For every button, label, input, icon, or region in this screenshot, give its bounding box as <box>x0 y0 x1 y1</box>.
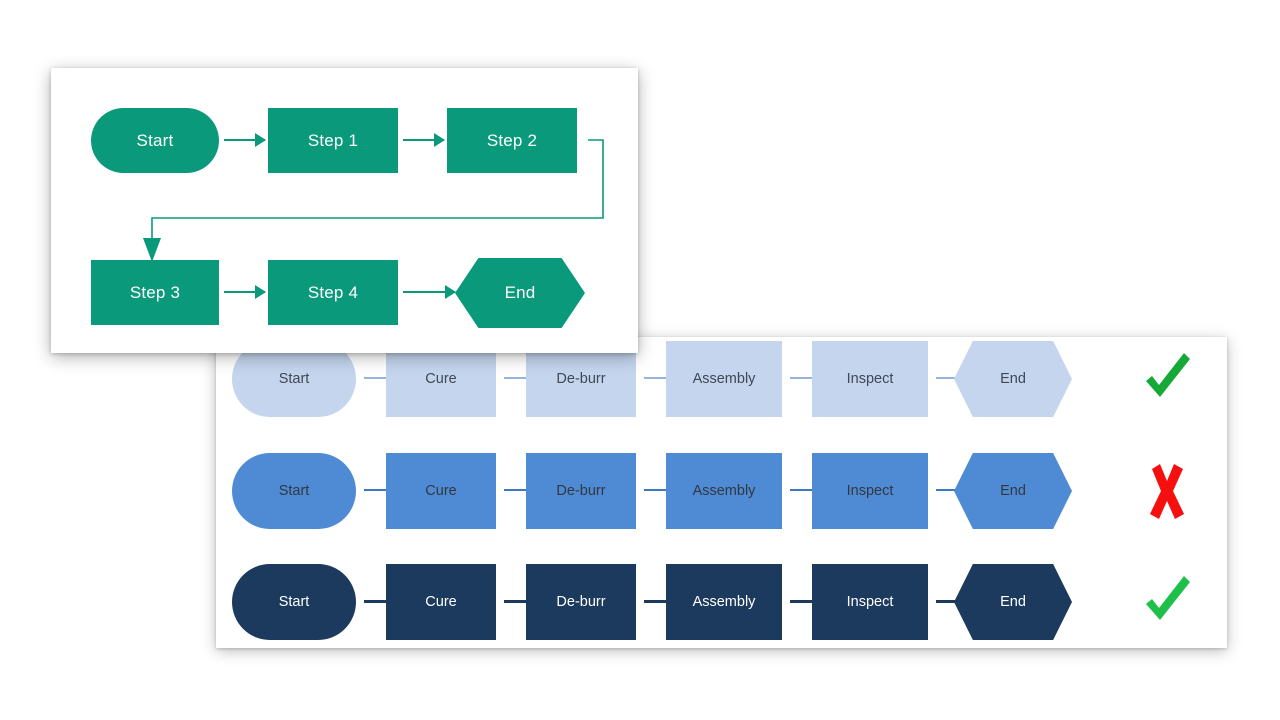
arrow-start-to-cure <box>364 377 392 379</box>
arrow-inspect-to-end <box>936 489 964 491</box>
node-label: Assembly <box>692 483 756 499</box>
node-label: Start <box>278 483 310 499</box>
arrow-inspect-to-end <box>936 377 964 379</box>
node-label: De-burr <box>556 594 606 610</box>
process-row-dark[interactable]: Start Cure De-burr Assembly Inspect End <box>216 564 1227 640</box>
node-label: Inspect <box>846 594 894 610</box>
status-check-icon <box>1136 341 1198 417</box>
node-label: Start <box>278 371 310 387</box>
node-cure[interactable]: Cure <box>386 453 496 529</box>
process-row-light[interactable]: Start Cure De-burr Assembly Inspect End <box>216 341 1227 417</box>
node-label: De-burr <box>556 371 606 387</box>
node-cure[interactable]: Cure <box>386 341 496 417</box>
node-assembly[interactable]: Assembly <box>666 341 782 417</box>
node-label: End <box>1000 594 1026 610</box>
node-label: De-burr <box>556 483 606 499</box>
node-label: Start <box>278 594 310 610</box>
node-label: End <box>1000 483 1026 499</box>
node-label: Step 4 <box>307 282 359 302</box>
node-label: Cure <box>425 483 457 499</box>
arrow-assembly-to-inspect <box>790 600 818 603</box>
arrow-deburr-to-assembly <box>644 489 672 491</box>
arrow-assembly-to-inspect <box>790 489 818 491</box>
node-label: Step 2 <box>486 130 538 150</box>
node-start[interactable]: Start <box>232 341 356 417</box>
connector-step1-to-step2 <box>403 139 444 141</box>
node-start[interactable]: Start <box>91 108 219 173</box>
node-label: Step 3 <box>129 282 181 302</box>
arrow-start-to-cure <box>364 600 392 603</box>
node-start[interactable]: Start <box>232 453 356 529</box>
node-label: Start <box>136 130 174 150</box>
node-deburr[interactable]: De-burr <box>526 453 636 529</box>
node-deburr[interactable]: De-burr <box>526 564 636 640</box>
arrow-cure-to-deburr <box>504 489 532 491</box>
node-label: End <box>1000 371 1026 387</box>
connector-step4-to-end <box>403 291 455 293</box>
node-label: Cure <box>425 371 457 387</box>
node-step3[interactable]: Step 3 <box>91 260 219 325</box>
arrow-deburr-to-assembly <box>644 377 672 379</box>
connector-step3-to-step4 <box>224 291 265 293</box>
node-assembly[interactable]: Assembly <box>666 564 782 640</box>
green-flowchart-card: Start Step 1 Step 2 Step 3 Step 4 End <box>51 68 638 353</box>
node-start[interactable]: Start <box>232 564 356 640</box>
node-label: End <box>504 283 536 302</box>
node-step2[interactable]: Step 2 <box>447 108 577 173</box>
node-label: Step 1 <box>307 130 359 150</box>
arrow-start-to-cure <box>364 489 392 491</box>
node-step4[interactable]: Step 4 <box>268 260 398 325</box>
arrow-deburr-to-assembly <box>644 600 672 603</box>
arrow-cure-to-deburr <box>504 600 532 603</box>
node-end[interactable]: End <box>954 564 1072 640</box>
node-deburr[interactable]: De-burr <box>526 341 636 417</box>
arrow-inspect-to-end <box>936 600 964 603</box>
node-cure[interactable]: Cure <box>386 564 496 640</box>
node-end[interactable]: End <box>954 341 1072 417</box>
node-assembly[interactable]: Assembly <box>666 453 782 529</box>
arrow-assembly-to-inspect <box>790 377 818 379</box>
node-inspect[interactable]: Inspect <box>812 453 928 529</box>
connector-start-to-step1 <box>224 139 265 141</box>
node-label: Inspect <box>846 371 894 387</box>
arrow-cure-to-deburr <box>504 377 532 379</box>
process-row-medium[interactable]: Start Cure De-burr Assembly Inspect End <box>216 453 1227 529</box>
status-check-icon <box>1136 564 1198 640</box>
node-inspect[interactable]: Inspect <box>812 341 928 417</box>
node-end[interactable]: End <box>954 453 1072 529</box>
node-end[interactable]: End <box>455 258 585 328</box>
node-label: Assembly <box>692 594 756 610</box>
node-label: Inspect <box>846 483 894 499</box>
node-step1[interactable]: Step 1 <box>268 108 398 173</box>
blue-process-variants-card: Start Cure De-burr Assembly Inspect End <box>216 337 1227 648</box>
node-inspect[interactable]: Inspect <box>812 564 928 640</box>
node-label: Cure <box>425 594 457 610</box>
status-cross-icon <box>1136 453 1198 529</box>
node-label: Assembly <box>692 371 756 387</box>
